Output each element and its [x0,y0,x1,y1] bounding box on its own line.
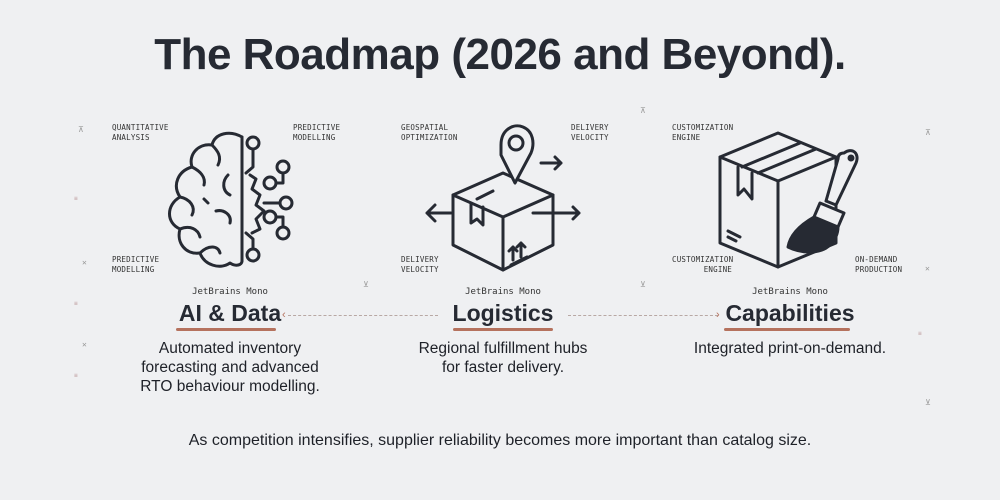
heading-underline [453,328,553,331]
brain-circuit-icon [168,131,294,268]
callout-label: PREDICTIVE [112,255,160,264]
callout-label: ANALYSIS [112,133,150,142]
callout-label: GEOSPATIAL [401,123,449,132]
callout-label: VELOCITY [401,265,439,274]
section-heading: Logistics [452,300,554,326]
arrow-right-icon: › [716,309,720,321]
callout-label: ENGINE [672,133,701,142]
connector-logistics-to-ai [288,315,438,316]
box-location-pin-icon [425,124,581,272]
dimension-mark-icon: ⊼ [78,125,84,134]
panel-logistics: GEOSPATIAL OPTIMIZATION DELIVERY VELOCIT… [373,115,633,405]
callout-label: DELIVERY [571,123,609,132]
heading-underline [724,328,850,331]
callout-label: VELOCITY [571,133,609,142]
dimension-label: ≡ [74,300,78,307]
description-line: Integrated print-on-demand. [693,340,887,357]
dimension-label: ≡ [74,195,78,202]
footer-note: As competition intensifies, supplier rel… [188,432,812,449]
dimension-mark-icon: ✕ [925,264,930,273]
dimension-mark-icon: ✕ [82,258,87,267]
section-description: Automated inventory forecasting and adva… [100,339,360,396]
callout-label: DELIVERY [401,255,439,264]
section-description: Integrated print-on-demand. [660,339,920,358]
description-line: for faster delivery. [441,359,565,376]
section-heading: Capabilities [725,300,855,326]
dimension-mark-icon: ⊻ [925,398,931,407]
callout-label: OPTIMIZATION [401,133,458,142]
font-annotation: JetBrains Mono [465,287,541,297]
dimension-mark-icon: ✕ [82,340,87,349]
dimension-label: ≡ [74,372,78,379]
section-description: Regional fulfillment hubs for faster del… [373,339,633,377]
section-heading: AI & Data [178,300,282,326]
description-line: RTO behaviour modelling. [140,378,320,395]
callout-label: QUANTITATIVE [112,123,169,132]
description-line: Regional fulfillment hubs [418,340,588,357]
callout-label: MODELLING [293,133,336,142]
page-title: The Roadmap (2026 and Beyond). [154,30,846,79]
callout-label: PRODUCTION [855,265,903,274]
callout-label: ON-DEMAND [855,255,898,264]
callout-label: PREDICTIVE [293,123,341,132]
callout-label: MODELLING [112,265,155,274]
font-annotation: JetBrains Mono [752,287,828,297]
dimension-mark-icon: ⊻ [640,280,646,289]
dimension-mark-icon: ⊼ [640,106,646,115]
panel-ai-data: QUANTITATIVE ANALYSIS PREDICTIVE MODELLI… [100,115,360,405]
description-line: Automated inventory [158,340,302,357]
connector-logistics-to-capabilities [568,315,718,316]
font-annotation: JetBrains Mono [192,287,268,297]
dimension-mark-icon: ⊼ [925,128,931,137]
callout-label: CUSTOMIZATION [672,255,734,264]
box-paintbrush-icon [718,131,859,269]
description-line: forecasting and advanced [141,359,319,376]
heading-underline [176,328,276,331]
callout-label: CUSTOMIZATION [672,123,734,132]
callout-label: ENGINE [703,265,732,274]
panel-capabilities: CUSTOMIZATION ENGINE CUSTOMIZATION ENGIN… [660,115,920,405]
dimension-label: ≡ [918,330,922,337]
dimension-mark-icon: ⊻ [363,280,369,289]
arrow-left-icon: ‹ [282,309,286,321]
